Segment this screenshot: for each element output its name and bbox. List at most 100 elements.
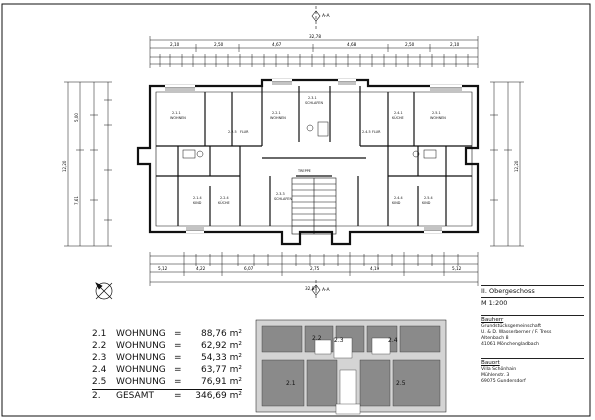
area-row-2-3: 2.3 WOHNUNG = 54,33 m² [92,352,242,364]
room-labels: WOHNEN WOHNEN SCHLAFEN KÜCHE WOHNEN KIND… [170,101,446,205]
client-line: Grundstücksgemeinschaft [481,324,542,329]
area-equals: = [174,329,182,339]
section-marker-bottom: A-A [311,280,331,300]
top-dimension-6: 2,10 [450,42,460,47]
area-row-total: 2. GESAMT = 346,69 m² [92,389,242,402]
title-block-scale: M 1:200 [481,297,584,309]
area-row-2-5: 2.5 WOHNUNG = 76,91 m² [92,376,242,388]
room-number-2-2-5: 2.2.5 [228,130,237,134]
bottom-dimension-4: 2,75 [310,266,320,271]
key-plan: 2.1 2.2 2.3 2.4 2.5 [255,319,447,415]
room-number-2-1-4: 2.1.4 [193,196,202,200]
room-number-2-2-4: 2.2.4 [220,196,229,200]
client-line: Altenbach 8 [481,336,509,341]
site-heading: Bauort [481,360,500,366]
bottom-dimension-3: 6,07 [244,266,254,271]
top-dimension-2: 2,50 [214,42,224,47]
sheet-border [1,3,591,417]
title-block: II. Obergeschoss M 1:200 Bauherr Grundst… [481,285,584,387]
area-number: 2.1 [92,329,107,339]
site-line: Mühlenstr. 3 [481,373,510,378]
area-label: WOHNUNG [116,365,166,375]
room-number-2-4-1: 2.4.1 [394,111,403,115]
area-equals: = [174,391,182,401]
north-arrow-icon [95,282,113,300]
top-dimension-total: 32,78 [309,34,321,39]
section-label-top: A-A [322,13,331,19]
building-walls [136,78,480,246]
top-dimension-5: 2,50 [405,42,415,47]
room-label-2-5-4: KIND [422,201,431,205]
section-marker-top: A-A [311,6,331,30]
bottom-dimension-1: 5,12 [158,266,168,271]
key-plan-label-2-4: 2.4 [388,337,398,344]
area-label: WOHNUNG [116,377,166,387]
bottom-dimension-chain: 5,12 4,22 6,07 2,75 4,19 5,12 32,84 [149,252,479,291]
room-number-2-3-3: 2.3.3 [276,192,285,196]
top-dimension-1: 2,10 [170,42,180,47]
title-block-client: Bauherr Grundstücksgemeinschaft U. & D. … [481,315,584,350]
room-number-2-4-4: 2.4.4 [394,196,403,200]
room-label-2-5-1: WOHNEN [430,116,446,120]
room-label-2-4-4: KIND [392,201,401,205]
top-dimension-3: 4,67 [272,42,282,47]
room-numbers: 2.1.1 2.2.1 2.3.1 2.4.1 2.5.1 2.1.4 2.2.… [172,96,441,200]
room-number-2-5-1: 2.5.1 [432,111,441,115]
room-number-2-3-1: 2.3.1 [308,96,317,100]
top-dimension-4: 4,68 [347,42,357,47]
room-number-2-1-1: 2.1.1 [172,111,181,115]
area-row-2-1: 2.1 WOHNUNG = 88,76 m² [92,328,242,340]
key-plan-label-2-1: 2.1 [286,380,296,387]
client-line: U. & D. Wasserberner / F. Tress [481,330,552,335]
right-dimension-chain: 12,20 [490,81,524,247]
area-equals: = [174,365,182,375]
bottom-dimension-5: 4,19 [370,266,380,271]
title-block-site: Bauort Villa Schönhain Mühlenstr. 3 6907… [481,358,584,387]
bottom-dimension-total: 32,84 [305,286,317,291]
area-value: 54,33 m² [200,353,242,363]
room-label-2-2-4: KÜCHE [218,200,230,205]
room-label-2-4-5: FLUR [372,130,381,134]
room-label-2-2-1: WOHNEN [270,116,286,120]
area-number: 2.4 [92,365,107,375]
area-value: 346,69 m² [195,391,242,401]
area-number: 2.3 [92,353,107,363]
area-label: WOHNUNG [116,329,166,339]
room-label-2-1-4: KIND [193,201,202,205]
left-dimension-3: 12,20 [62,160,67,172]
area-label: GESAMT [116,391,154,401]
room-number-2-2-1: 2.2.1 [272,111,281,115]
drawing-title: II. Obergeschoss [481,287,535,295]
key-plan-label-2-5: 2.5 [396,380,406,387]
room-label-2-3-1: SCHLAFEN [305,101,323,105]
top-dimension-chain: 32,78 2,10 2,50 4,67 4,68 2,50 2,10 [149,34,479,68]
area-number: 2. [92,391,101,401]
area-label: WOHNUNG [116,353,166,363]
area-number: 2.5 [92,377,107,387]
title-block-heading: II. Obergeschoss [481,285,584,297]
area-equals: = [174,353,182,363]
area-schedule: 2.1 WOHNUNG = 88,76 m² 2.2 WOHNUNG = 62,… [92,328,242,402]
client-line: 41061 Mönchengladbach [481,342,540,347]
room-label-2-1-1: WOHNEN [170,116,186,120]
left-dimension-2: 7,61 [74,196,79,205]
right-dimension-1: 12,20 [514,160,519,172]
bottom-dimension-6: 5,12 [452,266,462,271]
area-value: 76,91 m² [200,377,242,387]
key-plan-label-2-3: 2.3 [334,337,344,344]
site-line: 69075 Gundersdorf [481,379,526,384]
left-dimension-chain: 5,00 7,61 12,20 [62,81,112,247]
room-label-2-4-1: KÜCHE [392,115,404,120]
area-row-2-2: 2.2 WOHNUNG = 62,92 m² [92,340,242,352]
area-label: WOHNUNG [116,341,166,351]
area-value: 62,92 m² [200,341,242,351]
client-heading: Bauherr [481,317,504,323]
area-value: 88,76 m² [200,329,242,339]
area-row-2-4: 2.4 WOHNUNG = 63,77 m² [92,364,242,376]
room-number-2-5-4: 2.5.4 [424,196,433,200]
bottom-dimension-2: 4,22 [196,266,206,271]
left-dimension-1: 5,00 [74,113,79,122]
section-label-bottom: A-A [322,287,331,293]
area-equals: = [174,341,182,351]
